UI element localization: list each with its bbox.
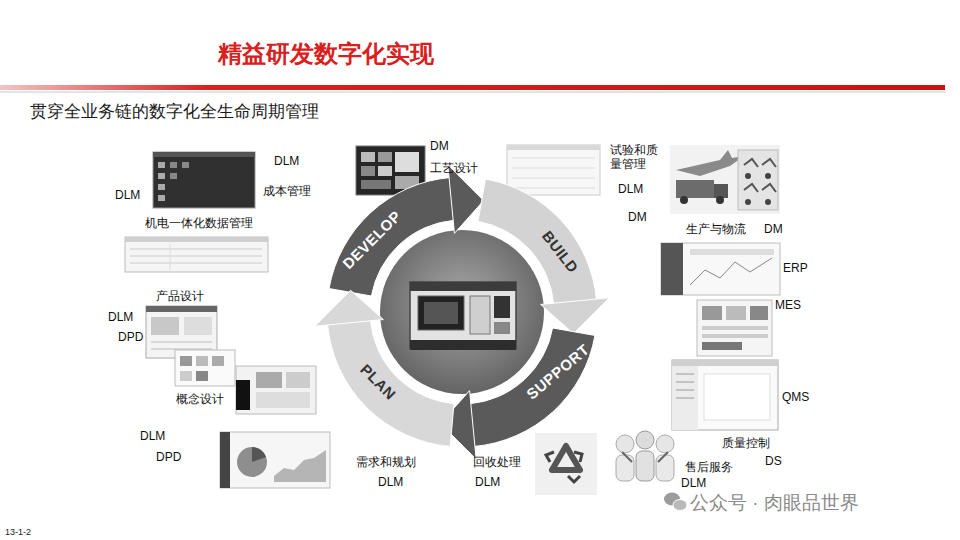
stage-label: 需求和规划 [356, 455, 416, 469]
stage-label: DM [628, 210, 647, 224]
rule-line [0, 92, 945, 93]
center-disk [380, 230, 544, 394]
stage-label: 产品设计 [156, 289, 204, 303]
arrow-head [541, 298, 610, 334]
screenshot [661, 243, 780, 295]
stage-label: DM [764, 222, 783, 236]
logistics-photo [670, 145, 780, 214]
screenshot [175, 350, 235, 386]
stage-label: DM [430, 139, 449, 153]
stage-label: 工艺设计 [430, 161, 478, 175]
stage-label: DLM [475, 475, 500, 489]
stage-label: 成本管理 [263, 184, 311, 198]
recycle-icon [535, 433, 597, 495]
screenshot [507, 145, 600, 195]
arc-band [329, 178, 454, 297]
stage-label: DLM [681, 476, 706, 490]
service-figures [616, 431, 674, 481]
stage-label: 概念设计 [176, 392, 224, 406]
stage-label: 试验和质量管理 [610, 143, 662, 171]
stage-label: DLM [115, 188, 140, 202]
page-title: 精益研发数字化实现 [218, 40, 434, 68]
arrow-head [315, 290, 384, 326]
inner-band [372, 222, 552, 402]
subtitle: 贯穿全业务链的数字化全生命周期管理 [30, 102, 319, 122]
stage-label: QMS [782, 390, 809, 404]
stage-label: DS [765, 454, 782, 468]
stage-label: DPD [118, 330, 143, 344]
screenshot [672, 360, 778, 430]
stage-label: MES [775, 298, 801, 312]
screenshot [220, 432, 330, 488]
stage-label: DLM [378, 475, 403, 489]
stage-label: DLM [108, 310, 133, 324]
screenshot [236, 366, 316, 414]
wechat-icon [664, 493, 687, 511]
stage-label: 质量控制 [722, 436, 770, 450]
page-number: 13-1-2 [5, 527, 31, 538]
stage-label: 机电一体化数据管理 [145, 216, 253, 230]
screenshot [125, 237, 268, 272]
stage-label: DLM [618, 182, 643, 196]
red-rule [0, 85, 945, 90]
machine-tool [410, 282, 516, 350]
screenshot [697, 300, 772, 356]
stage-label: DLM [140, 429, 165, 443]
stage-label: DLM [274, 154, 299, 168]
stage-label: ERP [783, 261, 808, 275]
watermark: 公众号 · 肉眼品世界 [690, 491, 859, 514]
stage-label: DPD [156, 450, 181, 464]
stage-label: 售后服务 [685, 460, 733, 474]
stage-label: 回收处理 [473, 455, 521, 469]
stage-label: 生产与物流 [686, 222, 746, 236]
cycle-ring [315, 165, 610, 460]
screenshot [153, 152, 255, 208]
